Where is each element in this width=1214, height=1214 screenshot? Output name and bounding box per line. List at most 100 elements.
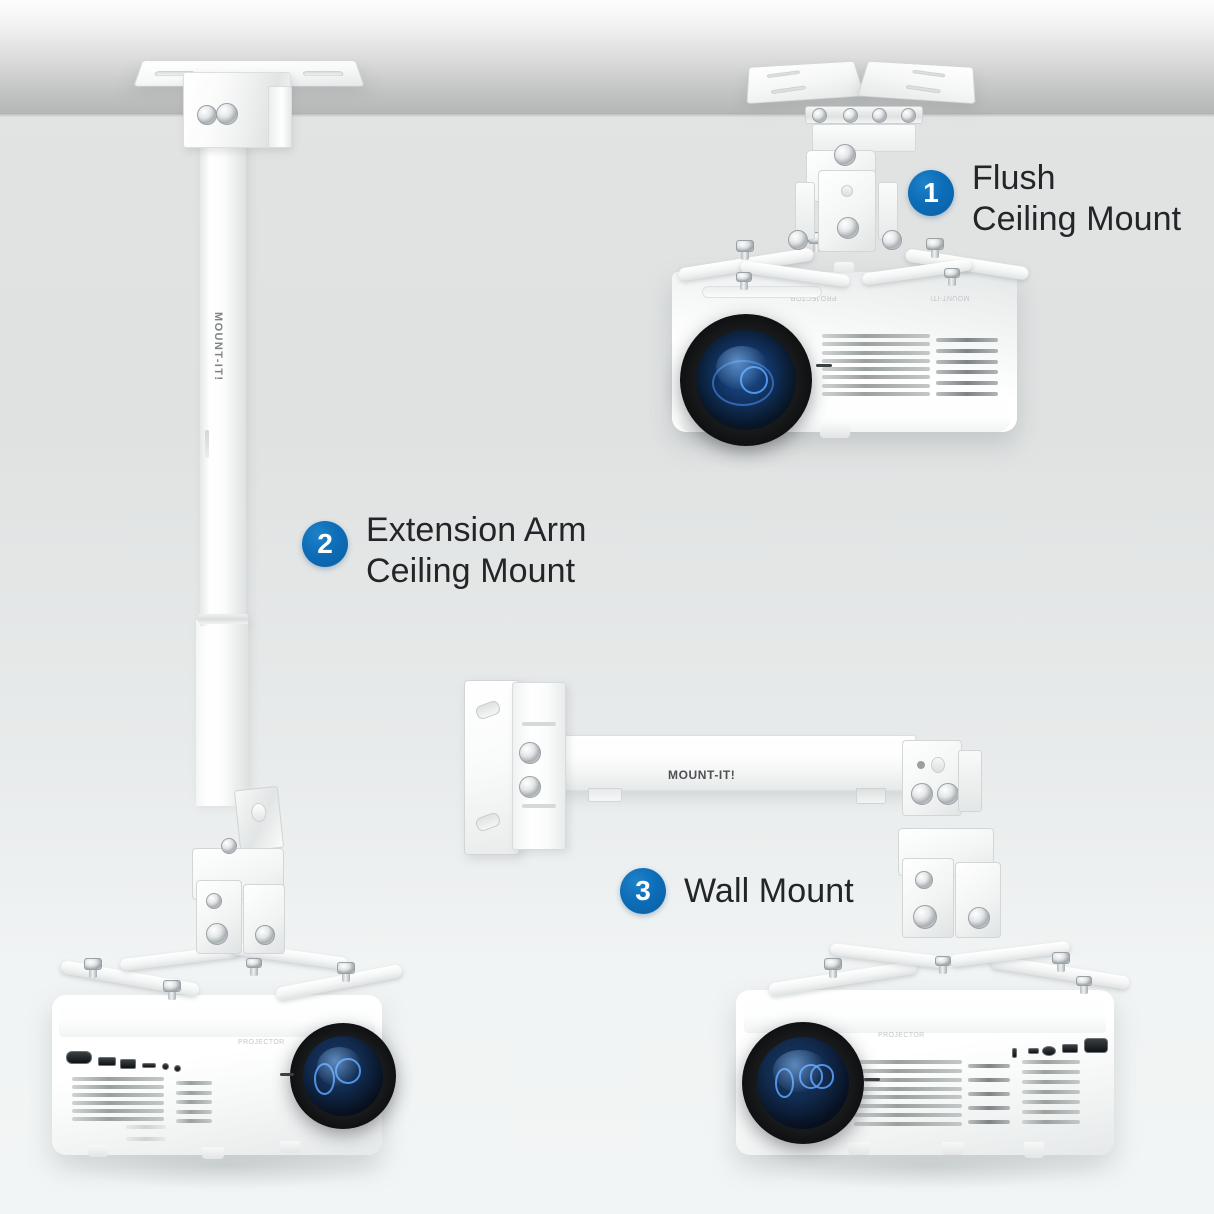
bolt-icon: [736, 240, 754, 260]
bolt-icon: [736, 272, 752, 290]
bolt-icon: [1052, 952, 1070, 972]
bolt-icon: [911, 783, 933, 805]
bolt-icon: [255, 925, 275, 945]
bolt-icon: [901, 108, 916, 123]
bolt-icon: [926, 238, 944, 258]
swivel-yoke: [233, 785, 285, 853]
wall-swivel-plate: [902, 740, 962, 816]
post-seam: [522, 804, 556, 808]
bolt-icon: [937, 783, 959, 805]
bolt-icon: [206, 923, 228, 945]
hdmi-port-icon: [1028, 1048, 1039, 1054]
projector-lens: [290, 1023, 396, 1129]
projector-foot: [834, 262, 854, 273]
arm-underside-clip: [856, 788, 886, 804]
pole-edge-highlight: [200, 118, 208, 626]
bolt-icon: [519, 776, 541, 798]
projector-model-label: PROJECTOR: [878, 1032, 925, 1039]
flush-swivel-plate: [818, 170, 876, 252]
projector-foot: [88, 1145, 108, 1157]
callout-badge-2: 2: [302, 521, 348, 567]
lens-glass: [695, 329, 797, 431]
vent-grille: [72, 1077, 164, 1121]
hdmi-port-icon: [120, 1059, 136, 1069]
wall-mount-arm: [560, 735, 916, 791]
projector-brand-label: MOUNT-IT!: [930, 294, 970, 301]
bolt-icon: [337, 962, 355, 982]
audio-jack-icon: [1012, 1048, 1017, 1058]
bolt-icon: [944, 268, 960, 286]
bolt-icon: [834, 144, 856, 166]
pole-adjust-slot: [205, 430, 209, 458]
bolt-icon: [197, 105, 217, 125]
focus-lever-icon: [864, 1078, 880, 1081]
bolt-icon: [84, 958, 102, 978]
callout-label-2: Extension Arm Ceiling Mount: [366, 511, 587, 590]
wall-plate: [464, 680, 520, 855]
projector-foot: [280, 1141, 300, 1153]
wall-plate-slot-icon: [474, 811, 502, 833]
projector-foot: [848, 1142, 870, 1155]
ceiling-hinge-bar: [805, 106, 923, 124]
projector-lens: [742, 1022, 864, 1144]
lens-glint: [317, 1046, 363, 1088]
swivel-pin-icon: [917, 761, 925, 769]
ceiling-edge: [0, 113, 1214, 117]
vent-grille: [854, 1060, 962, 1126]
projector-foot: [1024, 1142, 1044, 1158]
vent-grille-lower: [126, 1125, 166, 1141]
bolt-icon: [812, 108, 827, 123]
bolt-icon: [221, 838, 237, 854]
vent-grille: [822, 334, 930, 396]
pole-brand-label: MOUNT-IT!: [212, 312, 224, 382]
projector-adjust-foot: [820, 424, 850, 438]
vent-grille: [968, 1064, 1010, 1124]
vent-grille: [1022, 1060, 1080, 1124]
tilt-bracket-right: [243, 884, 285, 954]
plate-slot-icon: [905, 84, 941, 94]
bolt-icon: [882, 230, 902, 250]
callout-label-3: Wall Mount: [684, 872, 854, 910]
bolt-icon: [246, 958, 262, 976]
bolt-icon: [1076, 976, 1092, 994]
vga-port-icon: [66, 1051, 92, 1064]
callout-badge-3: 3: [620, 868, 666, 914]
av-port-icon: [142, 1063, 156, 1068]
focus-lever-icon: [816, 364, 832, 367]
audio-jack-icon: [174, 1065, 181, 1072]
plate-slot-icon: [770, 85, 807, 95]
callout-flush-ceiling-mount: 1 Flush Ceiling Mount: [908, 158, 1208, 248]
flush-column-top: [812, 124, 916, 152]
projector-lens: [680, 314, 812, 446]
projector-unit: PROJECTOR: [736, 990, 1114, 1158]
callout-wall-mount: 3 Wall Mount: [620, 868, 890, 922]
callout-badge-1: 1: [908, 170, 954, 216]
bolt-icon: [968, 907, 990, 929]
projector-foot: [202, 1147, 224, 1159]
arm-underside-clip: [588, 788, 622, 802]
pivot-hole-icon: [206, 893, 222, 909]
lens-glint: [773, 1049, 828, 1093]
callout-extension-arm-ceiling-mount: 2 Extension Arm Ceiling Mount: [302, 510, 622, 600]
tilt-bracket-right: [955, 862, 1001, 938]
projector-model-label: PROJECTOR: [238, 1039, 285, 1046]
wall-swivel-flange: [958, 750, 982, 812]
bolt-icon: [913, 905, 937, 929]
bolt-icon: [935, 956, 951, 974]
pivot-hole-icon: [915, 871, 933, 889]
yoke-hole: [250, 802, 268, 823]
bolt-icon: [843, 108, 858, 123]
callout-label-1: Flush Ceiling Mount: [972, 159, 1182, 238]
ceiling-bracket-flange: [268, 86, 292, 148]
plate-slot-icon: [302, 71, 344, 77]
bolt-icon: [788, 230, 808, 250]
vent-grille: [936, 338, 998, 396]
lens-glass: [756, 1036, 850, 1130]
plate-slot-icon: [911, 69, 946, 78]
bolt-icon: [824, 958, 842, 978]
focus-lever-icon: [280, 1073, 294, 1076]
plate-slot-icon: [766, 70, 801, 79]
projector-seam: [702, 286, 822, 298]
wall-plate-slot-icon: [474, 699, 502, 721]
